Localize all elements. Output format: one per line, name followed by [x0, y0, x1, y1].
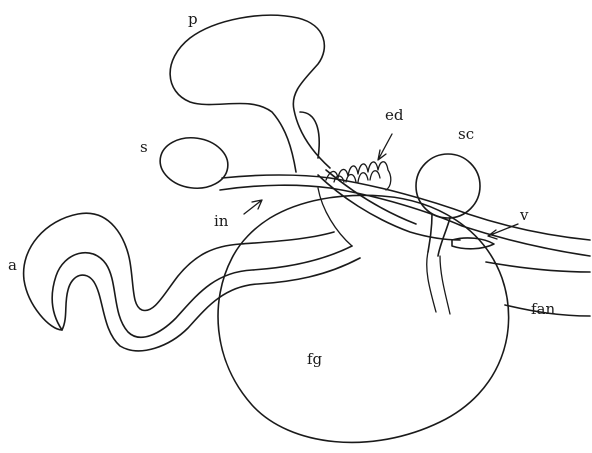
duct-to-gland-right-b	[440, 256, 450, 314]
ed-pointer-arrow	[378, 134, 392, 160]
coiled-ducts-ed	[326, 162, 391, 190]
tube-in-lower	[220, 185, 590, 256]
label-fan: fan	[531, 302, 555, 317]
duct-to-gland-right-a	[427, 252, 436, 312]
label-p: p	[188, 12, 198, 27]
vesicle-sc-outline	[416, 154, 480, 218]
tube-a-outer	[24, 213, 352, 337]
label-ed: ed	[385, 108, 403, 123]
label-a: a	[8, 258, 17, 273]
sac-s-outline	[157, 134, 231, 193]
tube-a-inner	[62, 258, 360, 351]
fan-upper-line	[486, 262, 590, 272]
gland-fg-outline	[218, 195, 509, 442]
label-in: in	[214, 214, 228, 229]
in-pointer-arrow	[244, 200, 262, 214]
label-s: s	[140, 140, 148, 155]
label-fg: fg	[307, 352, 322, 367]
v-pointer-arrow	[488, 224, 518, 239]
label-v: v	[520, 208, 528, 223]
pouch-p-outline	[170, 15, 330, 172]
label-sc: sc	[458, 127, 474, 142]
crossing-duct-a	[318, 175, 460, 240]
